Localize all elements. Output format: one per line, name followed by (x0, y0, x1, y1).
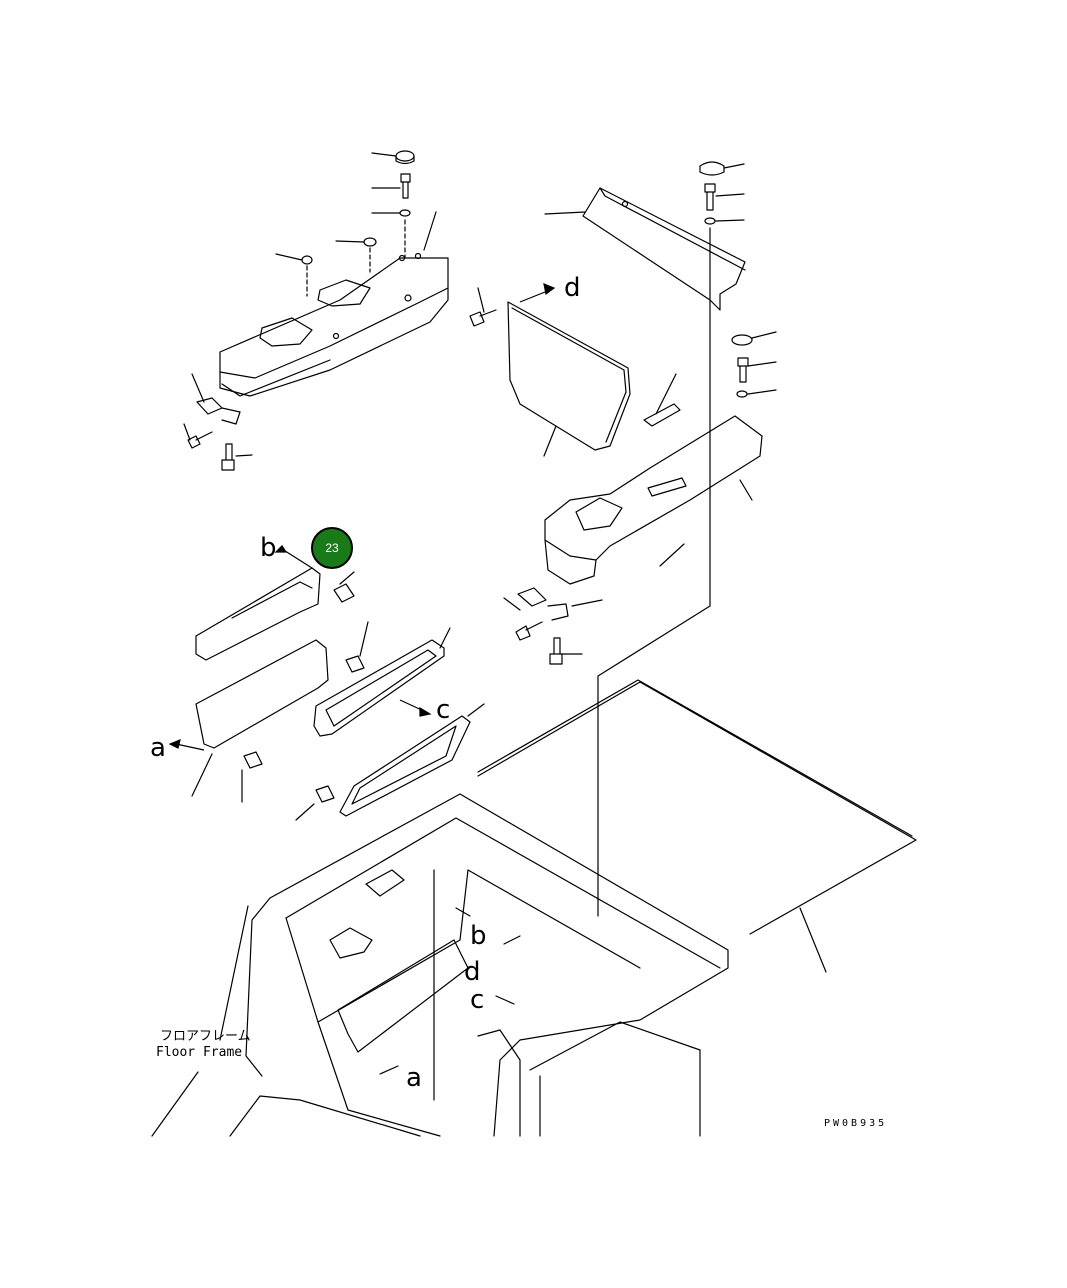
left-console-opening-2 (317, 279, 371, 307)
floor-mat-edge (477, 681, 917, 935)
left-bolt-vertical-icon (221, 443, 235, 471)
left-console-hole (404, 294, 412, 302)
arrow-b (274, 545, 313, 569)
right-console-cover (544, 415, 763, 561)
leader-lines-right-top (544, 163, 745, 222)
label-d-top: d (564, 273, 581, 303)
label-a-frame: a (406, 1063, 422, 1093)
right-bolt-icon (704, 183, 716, 211)
direction-arrows (168, 283, 556, 751)
floor-frame-panel-2 (365, 869, 405, 897)
plate-c-frame (313, 639, 445, 737)
right-center-line (597, 605, 711, 917)
floor-frame-panel (329, 927, 373, 959)
bolt-mid-1-icon (333, 583, 355, 603)
right-top-cover (582, 187, 746, 311)
right-washer-2-icon (736, 390, 748, 398)
right-hinge (517, 587, 569, 621)
right-console-slot (647, 477, 687, 497)
leader-lines-right-3 (503, 597, 603, 655)
left-hinge (196, 397, 241, 425)
left-console-cover (219, 257, 449, 379)
bolt-mid-3-icon (243, 751, 263, 769)
leader-lines-right-2 (747, 331, 777, 395)
right-console-opening (575, 497, 623, 531)
floor-frame-outline (245, 793, 729, 1137)
left-cap-icon (395, 150, 415, 162)
label-a-left: a (150, 733, 166, 763)
bolt-mid-4-icon (315, 785, 335, 803)
right-bolt-2-icon (737, 357, 749, 383)
side-panel-d-inner (511, 307, 627, 443)
label-b-frame: b (470, 921, 487, 951)
floor-mat-leader (799, 907, 827, 973)
left-cap-side (395, 155, 415, 165)
right-washer-icon (704, 217, 716, 225)
bolt-d-icon (469, 309, 497, 327)
plate-lower-frame (339, 715, 471, 817)
label-c-frame: c (470, 985, 484, 1015)
leader-lines-left (275, 152, 437, 261)
left-console-hole-2 (332, 332, 340, 340)
arrow-d (519, 283, 556, 303)
right-bolt-vertical-icon (549, 637, 563, 665)
floor-frame-right-wall (477, 1029, 521, 1137)
left-bolt-icon (400, 173, 411, 199)
right-cap-icon (699, 161, 725, 176)
middle-plates (191, 567, 485, 821)
label-d-frame: d (464, 957, 481, 987)
plate-b (195, 567, 321, 661)
right-console-assembly (469, 161, 777, 917)
plate-c-inner (325, 649, 437, 727)
floor-frame-leader (219, 905, 249, 1041)
floor-frame-left-wall (285, 917, 441, 1137)
floor-frame (151, 793, 729, 1137)
callout-23-number[interactable]: 23 (325, 541, 339, 555)
floor-frame-caption-en: Floor Frame (156, 1045, 242, 1060)
plate-a (195, 639, 329, 749)
bolt-mid-2-icon (345, 655, 365, 673)
label-b-top: b (260, 533, 277, 563)
arrow-c (399, 699, 432, 717)
side-panel-d (507, 301, 631, 451)
leader-lines-left-2 (183, 373, 253, 457)
drawing-code: PW0B935 (824, 1118, 887, 1129)
left-console-side (219, 287, 449, 397)
floor-mat-edge-inner (477, 679, 913, 837)
left-bolt-bottom-icon (187, 431, 213, 449)
callout-23-circle[interactable] (311, 527, 353, 569)
right-cover-hole (621, 200, 629, 208)
callout-23[interactable]: 23 (311, 527, 353, 569)
left-console-opening-1 (259, 317, 313, 347)
reference-labels: b a c d b d c a (150, 273, 581, 1093)
right-console-side (544, 539, 597, 585)
right-cap-2-icon (731, 334, 753, 346)
plate-lower-inner (351, 725, 457, 805)
leader-d (477, 287, 557, 457)
left-washer-icon (399, 209, 411, 217)
left-cap-small-icon (363, 237, 377, 247)
right-grip-icon (643, 403, 681, 427)
right-console-leaders (655, 373, 753, 567)
floor-frame-window (529, 1021, 701, 1137)
floor-frame-caption-jp: フロアフレーム (160, 1029, 251, 1044)
floor-frame-left-bottom (151, 1071, 421, 1137)
floor-frame-arrows (379, 907, 521, 1075)
left-cap-small-2-icon (301, 255, 313, 265)
left-console-lower (221, 359, 331, 397)
floor-mat (477, 679, 917, 973)
arrow-a (168, 739, 205, 751)
leader-lines-mid (191, 571, 485, 821)
floor-frame-inner-wall (317, 869, 641, 1023)
label-c-mid: c (436, 695, 450, 725)
left-console-hole-4 (414, 252, 422, 260)
left-console-assembly (183, 150, 449, 471)
right-top-cover-edge (599, 187, 746, 271)
floor-frame-opening (337, 939, 469, 1053)
plate-b-inner (231, 581, 313, 619)
floor-frame-top-rail (285, 817, 721, 969)
right-bolt-bottom-icon (515, 621, 543, 641)
